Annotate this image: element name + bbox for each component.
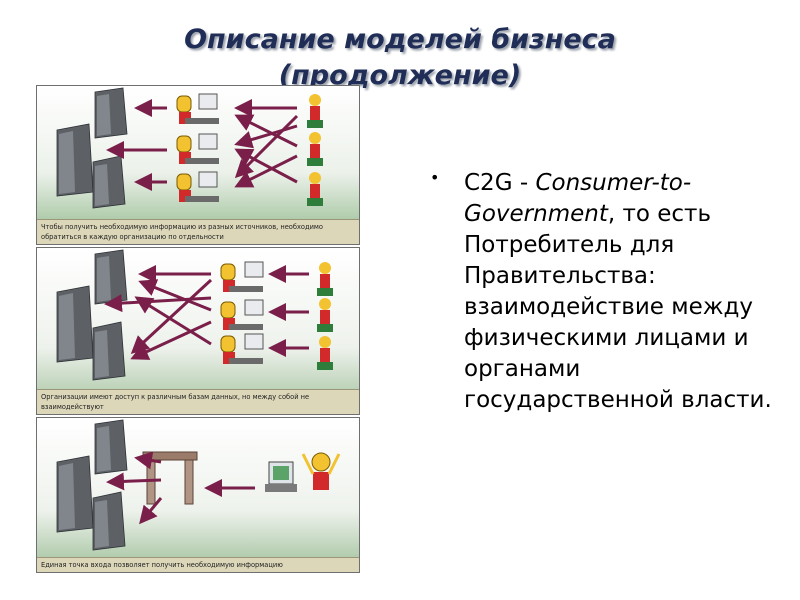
bullet-description: , то есть Потребитель для Правительства:…: [464, 201, 772, 413]
panel-1-scene: [37, 86, 359, 244]
c2g-models-figure: Чтобы получить необходимую информацию из…: [36, 85, 360, 573]
arrow-icon: [106, 451, 255, 525]
citizen-icon: [317, 336, 333, 370]
citizen-icon: [307, 94, 323, 128]
citizen-computer-icon: [265, 452, 341, 492]
computer-user-icon: [220, 299, 264, 330]
panel-3-caption: Единая точка входа позволяет получить не…: [37, 557, 359, 572]
arrow-icon: [106, 99, 299, 191]
figure-panel-1: Чтобы получить необходимую информацию из…: [36, 85, 360, 245]
computer-user-icon: [176, 171, 219, 202]
figure-panel-2: Организации имеют доступ к различным баз…: [36, 247, 360, 415]
citizen-icon: [307, 132, 323, 166]
panel-1-caption: Чтобы получить необходимую информацию из…: [37, 219, 359, 244]
panel-3-scene: [37, 418, 359, 572]
computer-user-icon: [176, 133, 219, 164]
computer-user-icon: [220, 261, 264, 292]
computer-user-icon: [220, 333, 264, 364]
title-line-1: Описание моделей бизнеса: [184, 24, 616, 55]
bullet-text: C2G - Consumer-to-Government, то есть По…: [464, 168, 784, 416]
bullet-marker: •: [430, 168, 440, 187]
citizen-icon: [307, 172, 323, 206]
figure-panel-3: Единая точка входа позволяет получить не…: [36, 417, 360, 573]
computer-user-icon: [176, 93, 219, 124]
bullet-term-italic: Consumer-to-Government: [464, 170, 692, 227]
slide-title: Описание моделей бизнеса (продолжение): [0, 22, 800, 94]
panel-2-caption: Организации имеют доступ к различным баз…: [37, 389, 359, 414]
panel-2-scene: [37, 248, 359, 414]
citizen-icon: [317, 298, 333, 332]
citizen-icon: [317, 262, 333, 296]
arrow-icon: [104, 265, 309, 360]
bullet-term: C2G -: [464, 170, 536, 196]
